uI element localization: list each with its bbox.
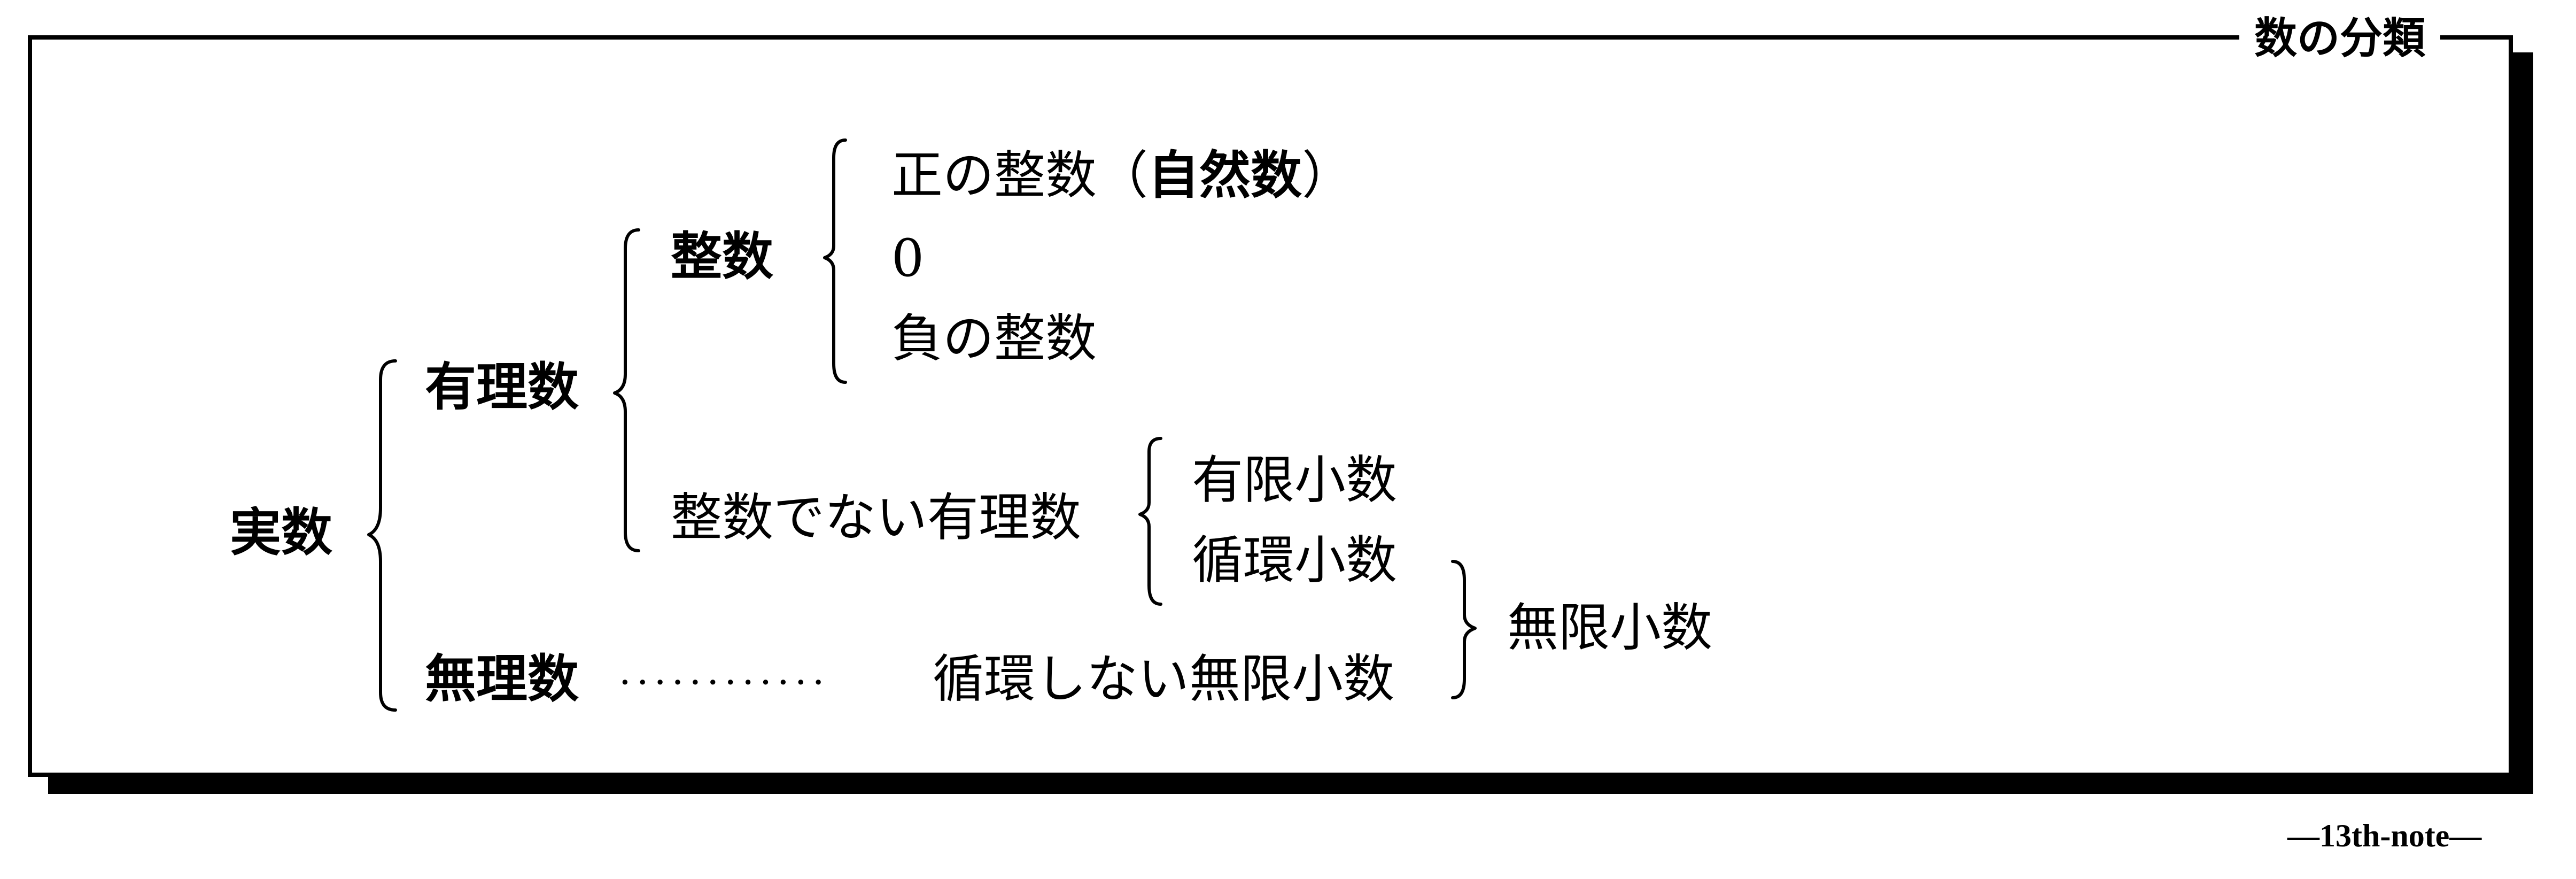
close-paren-text: ） [1302,145,1353,205]
negative-integer-label: 負の整数 [891,309,1097,368]
real-number-label: 実数 [230,503,332,562]
rational-number-label: 有理数 [425,357,579,417]
zero-label: 0 [891,228,925,288]
classification-frame [28,35,2513,777]
non-integer-rational-brace [1138,437,1162,606]
positive-integer-label: 正の整数（自然数） [891,150,1353,201]
rational-number-brace [613,228,640,552]
positive-integer-text: 正の整数（ [891,145,1148,205]
irrational-number-label: 無理数 [425,649,579,709]
non-recurring-infinite-decimal-label: 循環しない無限小数 [933,649,1394,709]
natural-number-text: 自然数 [1148,145,1302,205]
integer-brace [823,138,847,384]
frame-title: 数の分類 [2239,12,2440,65]
dotted-leader: ············ [619,660,830,705]
finite-decimal-label: 有限小数 [1192,450,1397,510]
infinite-decimal-label: 無限小数 [1507,598,1712,658]
footer-credit: —13th-note— [2287,818,2482,853]
non-integer-rational-label: 整数でない有理数 [671,488,1081,548]
infinite-decimal-brace [1451,560,1477,699]
integer-label: 整数 [671,227,773,287]
real-number-brace [367,359,397,712]
recurring-decimal-label: 循環小数 [1192,530,1397,590]
